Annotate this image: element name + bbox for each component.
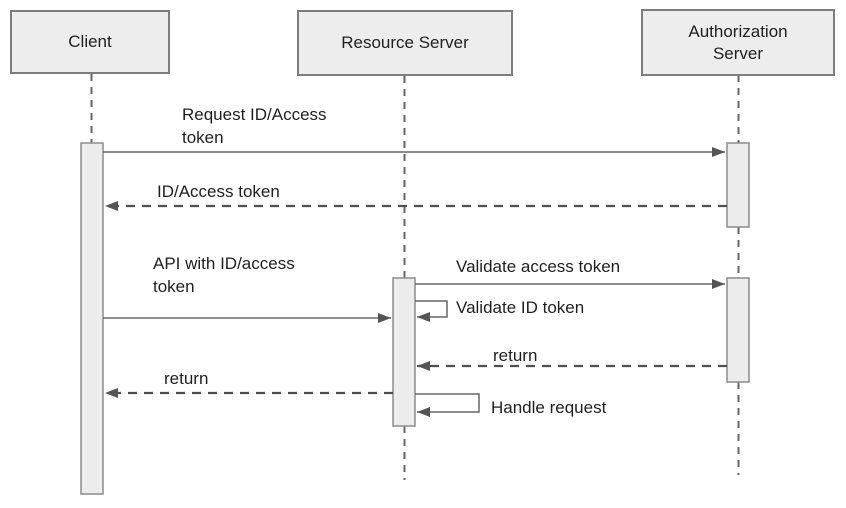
actor-label-authorization-server: Authorization Server xyxy=(688,21,788,63)
self-loop-validate-id-token xyxy=(415,300,448,322)
actor-box-resource-server: Resource Server xyxy=(297,10,513,76)
self-loop-handle-request xyxy=(415,393,480,417)
authorization-server-activation-bar-2 xyxy=(726,277,750,383)
actor-box-authorization-server: Authorization Server xyxy=(641,9,835,76)
message-label-handle-request: Handle request xyxy=(491,398,607,417)
message-label-api-with-token: API with ID/access token xyxy=(153,254,295,296)
message-label-validate-access-token: Validate access token xyxy=(456,257,621,276)
authorization-server-activation-bar-1 xyxy=(726,142,750,228)
actor-label-resource-server: Resource Server xyxy=(341,33,469,52)
message-label-return-resource-to-client: return xyxy=(164,369,209,388)
actor-label-client: Client xyxy=(68,32,112,51)
message-label-request-id-access-token: Request ID/Access token xyxy=(182,105,327,147)
message-label-validate-id-token: Validate ID token xyxy=(456,298,585,317)
client-activation-bar xyxy=(80,142,104,495)
message-label-return-auth-to-resource: return xyxy=(493,346,538,365)
actor-box-client: Client xyxy=(10,10,170,74)
resource-server-activation-bar xyxy=(392,277,416,427)
message-label-id-access-token: ID/Access token xyxy=(157,182,280,201)
